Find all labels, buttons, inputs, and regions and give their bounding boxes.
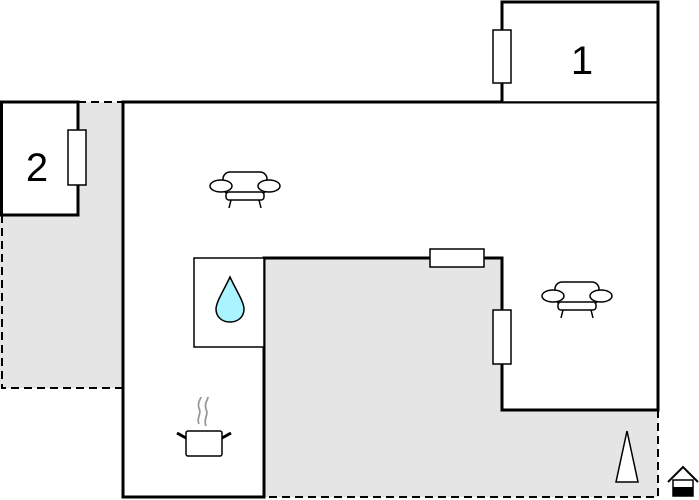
window xyxy=(429,248,485,268)
sofa-icon xyxy=(209,171,281,209)
sofa-icon xyxy=(541,281,613,319)
property-boundary xyxy=(1,101,659,498)
tree-icon xyxy=(615,430,639,483)
window xyxy=(492,29,512,84)
water-drop-icon xyxy=(215,275,245,323)
house-icon xyxy=(667,465,699,497)
window xyxy=(67,129,87,186)
cooking-pot-icon xyxy=(176,396,232,457)
window xyxy=(492,309,512,365)
room-1-label: 1 xyxy=(571,39,593,83)
room-2-label: 2 xyxy=(26,146,48,190)
room-2 xyxy=(0,100,80,217)
